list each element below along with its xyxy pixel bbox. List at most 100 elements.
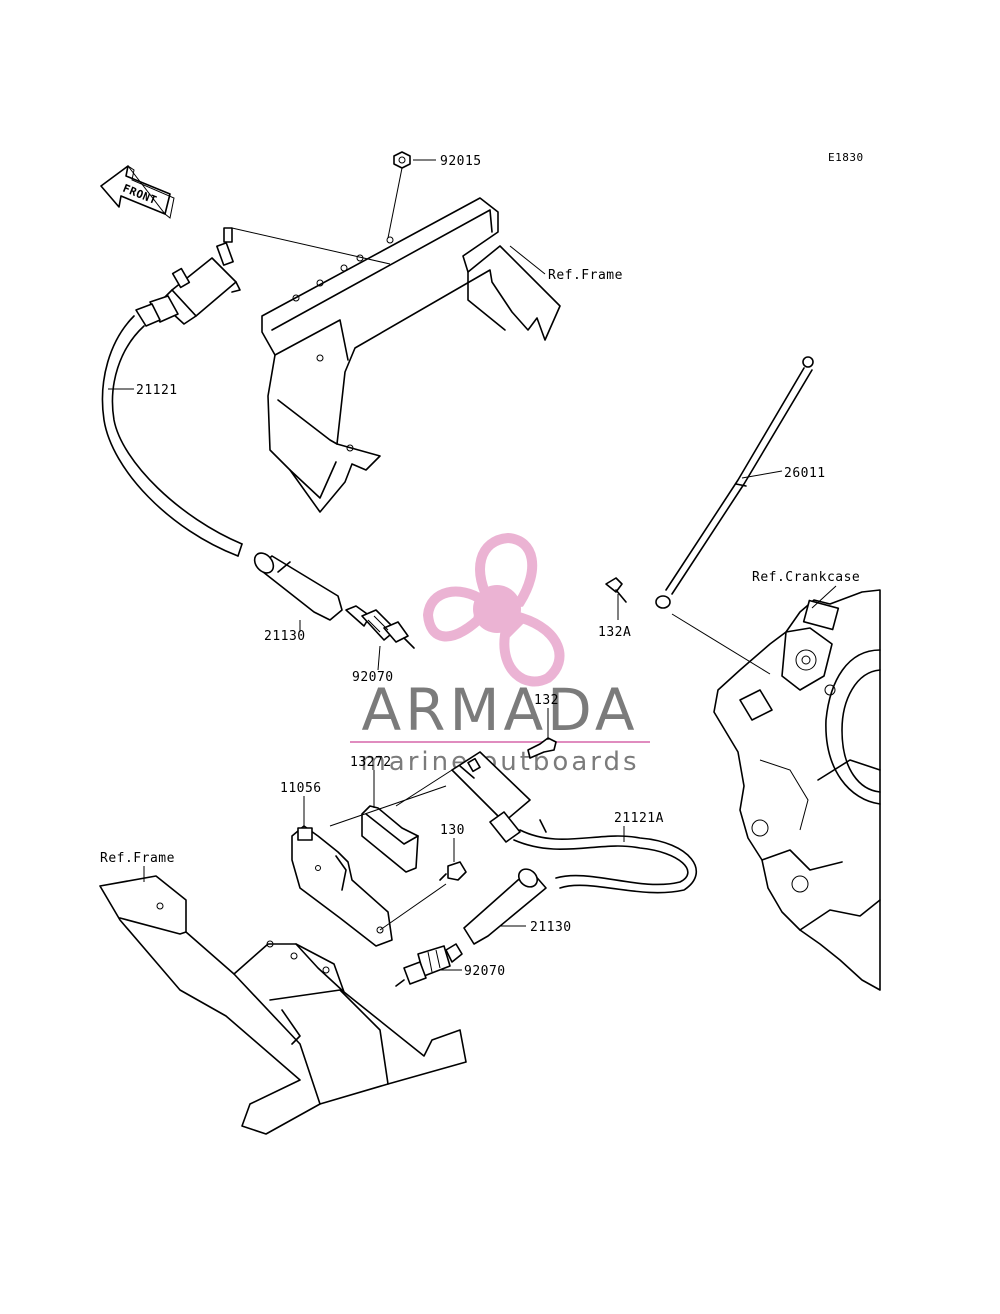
bolt-132 [527, 737, 557, 759]
crankcase-stroke [795, 649, 817, 671]
ignition-coil-lower-stroke [459, 765, 475, 779]
label-92070-top: 92070 [352, 670, 394, 685]
label-21121a: 21121A [614, 811, 664, 826]
lower-frame-stroke [233, 973, 321, 1105]
high-tension-cord-21121a-stroke [513, 839, 689, 886]
spark-plug-92070-lower-stroke [403, 961, 427, 985]
crankcase-stroke [799, 899, 881, 931]
propeller-logo-stroke [499, 612, 565, 687]
bolt-132a-stroke [605, 577, 623, 593]
leader-lines-stroke [379, 883, 447, 931]
high-tension-cord-21121a-stroke [539, 819, 547, 833]
crankcase [713, 589, 881, 991]
propeller-logo [422, 532, 565, 687]
upper-frame-stroke [261, 197, 561, 513]
ground-cable-26011 [655, 356, 814, 609]
bolt-130-stroke [439, 873, 447, 881]
leader-lines-stroke [395, 769, 453, 807]
plug-cap-21130-lower-stroke [517, 868, 539, 888]
crankcase-stroke [824, 684, 836, 696]
ignition-coil-upper-stroke [171, 267, 191, 289]
crankcase-stroke [713, 589, 881, 991]
high-tension-cord-21121-stroke [237, 543, 243, 557]
lower-frame-stroke [156, 902, 164, 910]
crankcase-stroke [801, 655, 811, 665]
ground-cable-26011-stroke [735, 483, 747, 487]
spark-plug-92070-lower [395, 943, 463, 987]
spark-plug-92070-lower-stroke [445, 943, 463, 963]
label-ref-frame-top: Ref.Frame [548, 268, 623, 283]
ignition-coil-lower [451, 751, 531, 843]
leader-lines-stroke [231, 227, 391, 265]
upper-frame-stroke [316, 279, 324, 287]
high-tension-cord-21121 [101, 315, 243, 557]
spark-plug-92070-lower-stroke [395, 979, 405, 987]
label-21130-top: 21130 [264, 629, 306, 644]
label-132: 132 [534, 693, 559, 708]
lower-frame-stroke [281, 1009, 301, 1045]
label-92070-bottom: 92070 [464, 964, 506, 979]
ground-cable-26011-stroke [665, 367, 805, 591]
high-tension-cord-21121a-stroke [519, 829, 697, 894]
leader-lines-stroke [741, 470, 783, 479]
label-11056: 11056 [280, 781, 322, 796]
spark-plug-92070-upper-stroke [403, 637, 415, 649]
ground-cable-26011-stroke [655, 595, 671, 609]
lower-frame-stroke [269, 989, 389, 1085]
lower-frame-stroke [322, 966, 330, 974]
upper-frame-stroke [386, 236, 394, 244]
ignition-coil-lower-stroke [489, 811, 521, 843]
crankcase-stroke [841, 669, 881, 793]
nut-92015-stroke [393, 151, 411, 169]
plug-cap-21130-lower [463, 868, 547, 945]
propeller-logo-stroke [475, 532, 538, 612]
bracket-13272-stroke [365, 813, 419, 845]
label-26011: 26011 [784, 466, 826, 481]
upper-frame-stroke [316, 354, 324, 362]
lower-frame-stroke [266, 940, 274, 948]
ignition-coil-upper-stroke [135, 303, 161, 327]
upper-frame-stroke [292, 294, 300, 302]
crankcase-stroke [817, 759, 881, 781]
spark-plug-92070-upper [345, 605, 415, 649]
label-ref-frame-bottom: Ref.Frame [100, 851, 175, 866]
label-92015: 92015 [440, 154, 482, 169]
diagram-code: E1830 [828, 151, 864, 164]
ignition-coil-upper-stroke [216, 242, 234, 266]
upper-frame-stroke [274, 319, 349, 361]
bolt-132-stroke [527, 737, 557, 759]
crankcase-stroke [751, 819, 769, 837]
spark-plug-92070-upper-stroke [383, 621, 409, 643]
upper-frame-stroke [271, 209, 493, 331]
front-arrow-stroke [127, 165, 175, 219]
crankcase-stroke [761, 849, 843, 871]
bracket-13272-stroke [361, 805, 419, 873]
lower-frame-stroke [119, 917, 187, 935]
bolt-132a [605, 577, 627, 603]
label-132a: 132A [598, 625, 631, 640]
bolt-130-stroke [447, 861, 467, 881]
spark-plug-92070-lower-stroke [427, 949, 441, 973]
bracket-11056-stroke [376, 926, 384, 934]
plug-cap-21130-upper-stroke [277, 561, 291, 573]
bracket-11056-stroke [315, 865, 321, 871]
front-arrow-stroke [100, 165, 171, 215]
nut-92015-stroke [398, 156, 406, 164]
upper-frame-stroke [289, 461, 337, 499]
bolt-132a-stroke [615, 589, 627, 603]
bracket-11056-stroke [297, 827, 313, 841]
crankcase-stroke [791, 875, 809, 893]
crankcase-stroke [825, 649, 881, 805]
propeller-logo-stroke [422, 586, 488, 642]
ground-cable-26011-stroke [802, 356, 814, 368]
plug-cap-21130-upper-stroke [253, 552, 275, 574]
ignition-coil-upper [135, 227, 241, 327]
watermark-title: ARMADA [361, 676, 638, 744]
leader-lines-stroke [387, 167, 403, 239]
high-tension-cord-21121a [513, 819, 697, 894]
ignition-coil-upper-stroke [223, 227, 233, 243]
crankcase-stroke [781, 627, 833, 691]
upper-frame-stroke [346, 444, 354, 452]
